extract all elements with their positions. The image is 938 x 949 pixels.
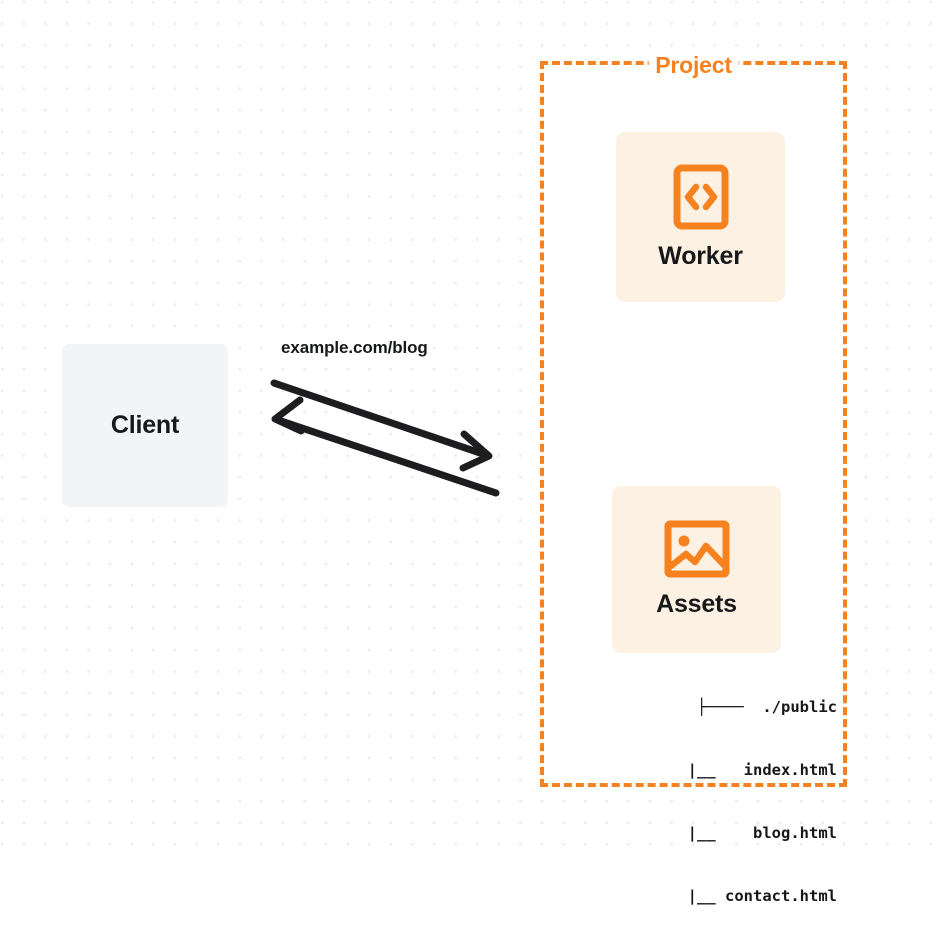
request-arrow (270, 379, 493, 472)
file-tree-row: |__ contact.html (659, 887, 837, 905)
project-container: Project Worker Assets ├──── ./public |__… (540, 52, 847, 905)
connection-label: example.com/blog (281, 338, 428, 357)
response-arrow (271, 396, 500, 497)
file-tree-row: |__ index.html (659, 761, 837, 779)
assets-card[interactable]: Assets (612, 486, 781, 653)
code-brackets-icon (673, 164, 728, 229)
file-tree-row: ├──── ./public (697, 698, 837, 716)
file-tree: ├──── ./public |__ index.html |__ blog.h… (592, 655, 837, 949)
diagram-canvas: Client example.com/blog Project Worker (0, 0, 938, 905)
image-icon (664, 520, 729, 578)
file-tree-row: |__ blog.html (659, 824, 837, 842)
project-title: Project (648, 52, 739, 79)
worker-card-label: Worker (658, 241, 743, 270)
client-node-label: Client (110, 411, 180, 439)
client-node[interactable]: Client (62, 344, 228, 507)
assets-card-label: Assets (656, 590, 737, 618)
worker-card[interactable]: Worker (616, 132, 785, 302)
